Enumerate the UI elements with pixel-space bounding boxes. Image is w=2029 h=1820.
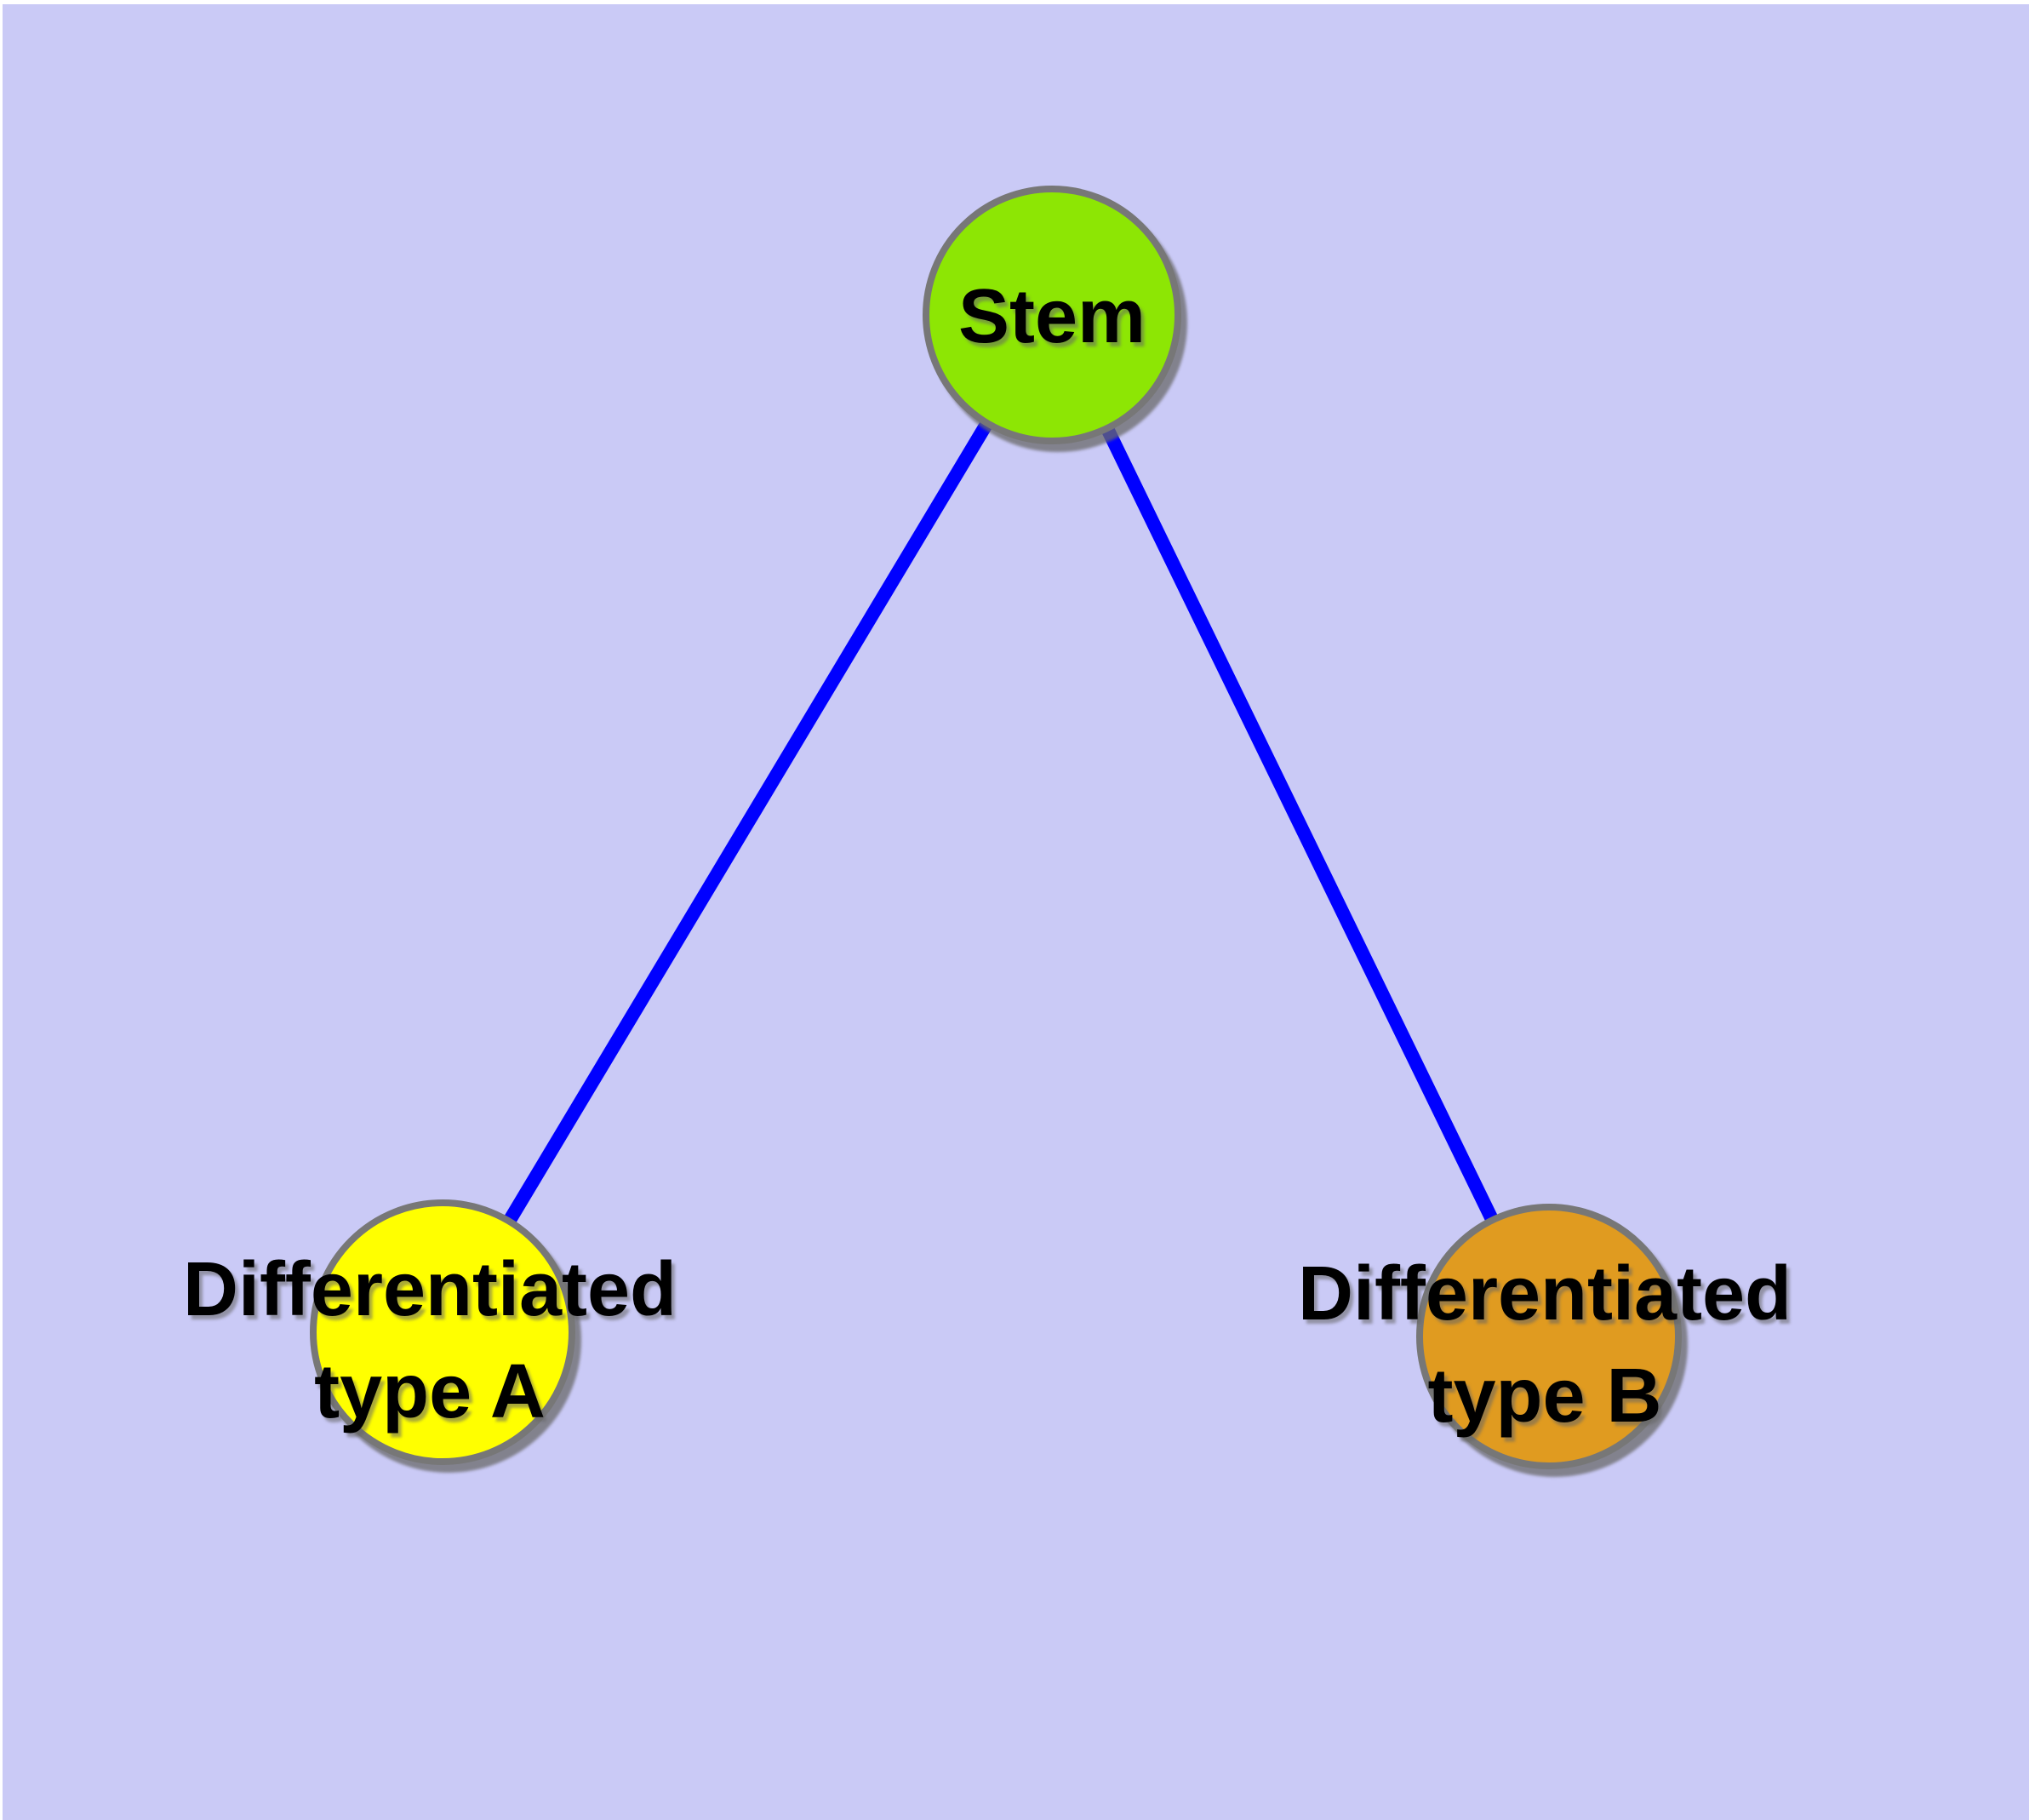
- left-margin-strip: [0, 0, 3, 1820]
- node-stem[interactable]: Stem: [923, 186, 1181, 444]
- stem-node-circle: [923, 186, 1181, 444]
- node-differentiated-type-a[interactable]: Differentiated type A: [183, 1199, 677, 1465]
- type-a-node-label-line2: type A: [314, 1349, 546, 1434]
- type-b-node-circle: [1416, 1204, 1682, 1469]
- type-b-node-label-line2: type B: [1427, 1354, 1661, 1439]
- stem-node-label: Stem: [958, 274, 1146, 359]
- type-a-node-circle: [310, 1199, 575, 1465]
- type-b-node-label-line1: Differentiated: [1298, 1251, 1792, 1336]
- edge-stem-to-type-a: [437, 311, 1058, 1336]
- edge-stem-to-type-b: [1045, 312, 1556, 1340]
- top-margin-strip: [0, 0, 2029, 4]
- type-a-node-label-line1: Differentiated: [183, 1247, 677, 1332]
- node-differentiated-type-b[interactable]: Differentiated type B: [1298, 1204, 1792, 1469]
